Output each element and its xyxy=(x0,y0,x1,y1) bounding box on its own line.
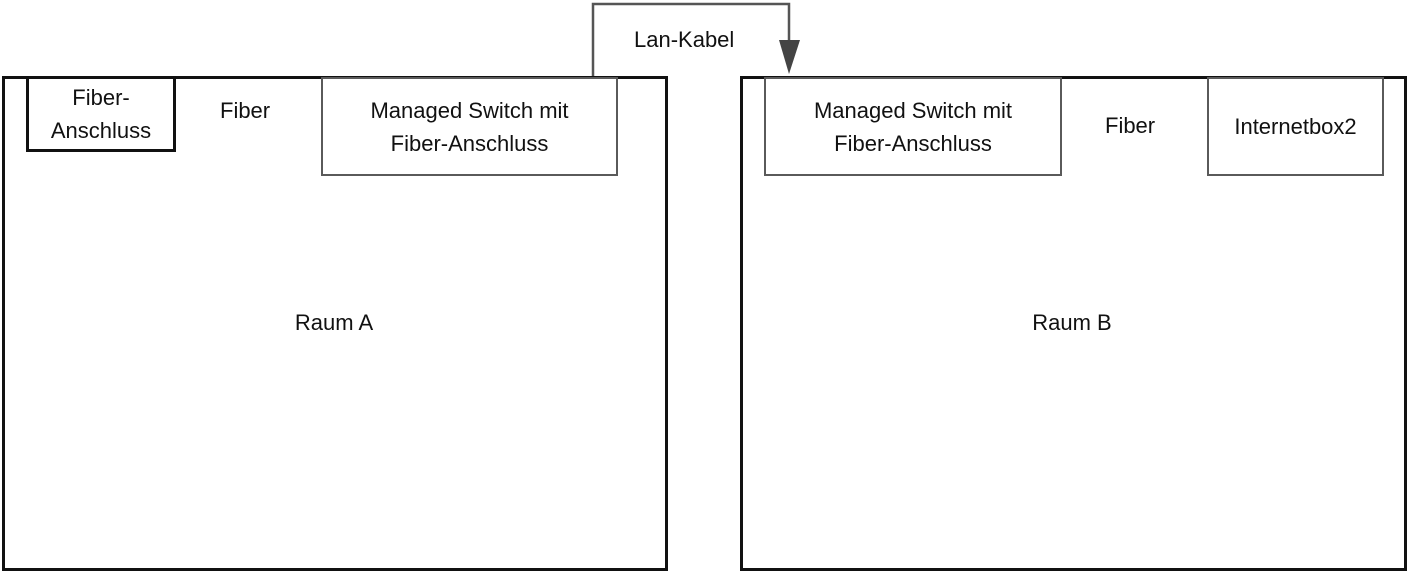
internetbox-box: Internetbox2 xyxy=(1207,77,1384,176)
room-b-label: Raum B xyxy=(1032,310,1112,335)
lan-cable-arrowhead xyxy=(779,40,800,74)
managed-switch-a-box: Managed Switch mit Fiber-Anschluss xyxy=(321,77,618,176)
fiber-a-label: Fiber xyxy=(218,98,273,124)
lan-cable-line xyxy=(591,2,791,77)
room-a-label: Raum A xyxy=(294,310,374,335)
fiber-anschluss-box: Fiber- Anschluss xyxy=(26,76,176,152)
managed-switch-b-box: Managed Switch mit Fiber-Anschluss xyxy=(764,77,1062,176)
fiber-b-label: Fiber xyxy=(1103,113,1158,139)
lan-cable-label: Lan-Kabel xyxy=(634,27,735,53)
